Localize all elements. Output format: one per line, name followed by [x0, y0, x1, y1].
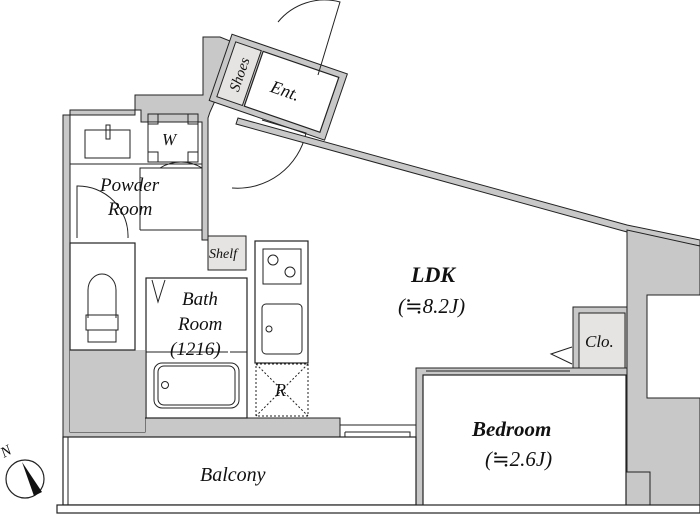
bath-room-size: (1216) [170, 339, 221, 360]
stove-icon [262, 248, 302, 285]
bedroom-size: (≒2.6J) [485, 447, 552, 471]
ldk-label: LDK [410, 262, 456, 287]
shoes-cabinet [216, 41, 262, 107]
shelf-label: Shelf [209, 247, 239, 262]
north-wall [235, 117, 700, 247]
toilet-icon [85, 273, 119, 343]
powder-room-label-2: Room [107, 199, 152, 220]
bathtub-icon [153, 362, 240, 409]
closet-label: Clo. [585, 332, 614, 351]
kitchen-counter [254, 240, 309, 364]
entrance: Shoes Ent. [208, 33, 349, 141]
bedroom [422, 374, 627, 507]
powder-room-label-1: Powder [99, 175, 160, 196]
bath-room-label-1: Bath [182, 289, 218, 310]
kitchen-sink-icon [261, 303, 303, 355]
refrigerator-label: R [274, 380, 286, 400]
closet-door[interactable] [549, 346, 573, 365]
north-compass-icon: N [0, 442, 45, 499]
washer-label: W [162, 130, 178, 149]
balcony-label: Balcony [200, 464, 266, 486]
closet [578, 312, 626, 369]
wall-gray-area [70, 350, 145, 432]
bath-room [145, 277, 248, 419]
bath-room-label-2: Room [177, 314, 222, 335]
shelf [207, 235, 247, 271]
bedroom-label: Bedroom [471, 417, 551, 441]
powder-room-door[interactable] [76, 161, 203, 239]
refrigerator-space [255, 363, 309, 417]
sink [84, 129, 131, 159]
toilet-room [69, 242, 136, 351]
entrance-door[interactable] [277, 0, 341, 76]
balcony [62, 436, 417, 506]
compass-north-label: N [0, 442, 16, 462]
washer-space [147, 113, 199, 163]
ldk-size: (≒8.2J) [398, 294, 465, 318]
east-wall [626, 229, 700, 506]
